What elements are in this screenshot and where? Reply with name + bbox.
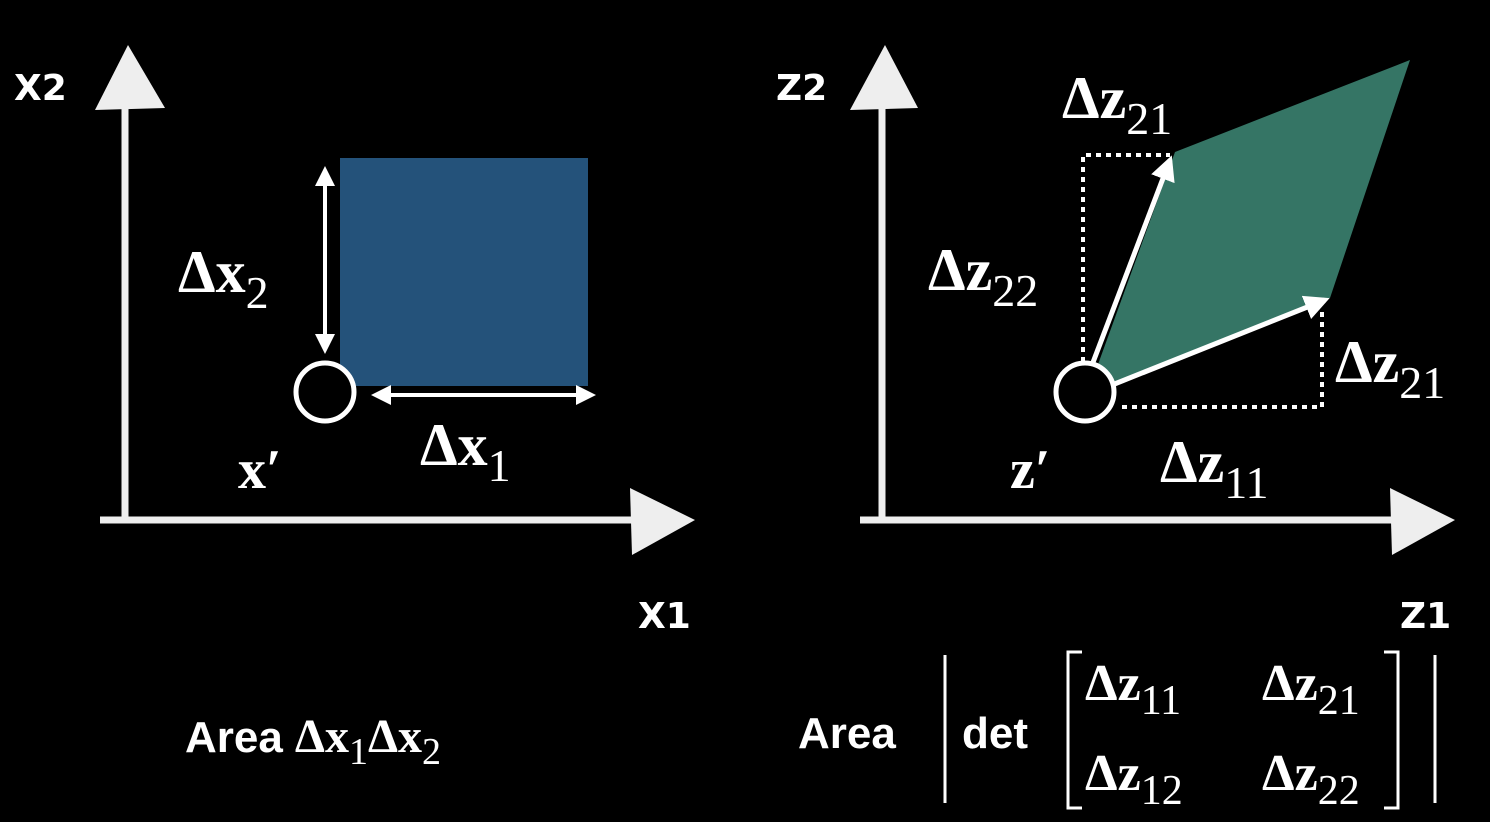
point-x-prime [293, 360, 357, 424]
x1-axis-label: X1 [638, 596, 691, 637]
delta-x2-label: Δx2 [178, 239, 269, 318]
matrix-cell-22: Δz22 [1262, 745, 1360, 814]
x1-axis-arrowhead [630, 488, 695, 555]
z1-axis-label: Z1 [1400, 596, 1451, 637]
matrix-cell-11: Δz11 [1085, 655, 1181, 724]
matrix-bracket-right [1384, 650, 1400, 810]
x-prime-label: x′ [238, 439, 282, 501]
delta-z22-label: Δz22 [928, 237, 1038, 316]
right-panel: Z2 Z1 Δz21 Δz22 Δz21 Δz11 z′ Area det Δz… [776, 45, 1455, 814]
det-word: det [962, 709, 1028, 758]
z2-axis-arrowhead [850, 45, 918, 110]
area-word: Area [798, 709, 896, 758]
matrix-cell-21: Δz12 [1085, 745, 1183, 814]
delta-z21-right-label: Δz21 [1335, 329, 1445, 408]
matrix-cell-12: Δz21 [1262, 655, 1360, 724]
point-z-prime [1053, 360, 1117, 424]
transformed-parallelogram [1088, 60, 1410, 392]
vector-arrow-up [1089, 155, 1175, 366]
z1-axis-arrowhead [1390, 488, 1455, 555]
z-prime-label: z′ [1010, 439, 1051, 501]
vector-arrow-right [1111, 295, 1330, 388]
delta-x1-label: Δx1 [420, 412, 511, 491]
x2-axis-label: X2 [14, 68, 67, 109]
delta-z21-top-label: Δz21 [1062, 65, 1172, 144]
dotted-guide-left [1081, 153, 1170, 362]
matrix-bracket-left [1066, 650, 1082, 810]
right-area-formula: Area det Δz11 Δz21 Δz12 Δz22 [798, 650, 1437, 814]
z2-axis-label: Z2 [776, 68, 827, 109]
x2-axis-arrowhead [95, 45, 165, 110]
unit-square [340, 158, 588, 386]
dotted-guide-bottom [1122, 310, 1324, 409]
delta-z11-label: Δz11 [1160, 429, 1269, 508]
